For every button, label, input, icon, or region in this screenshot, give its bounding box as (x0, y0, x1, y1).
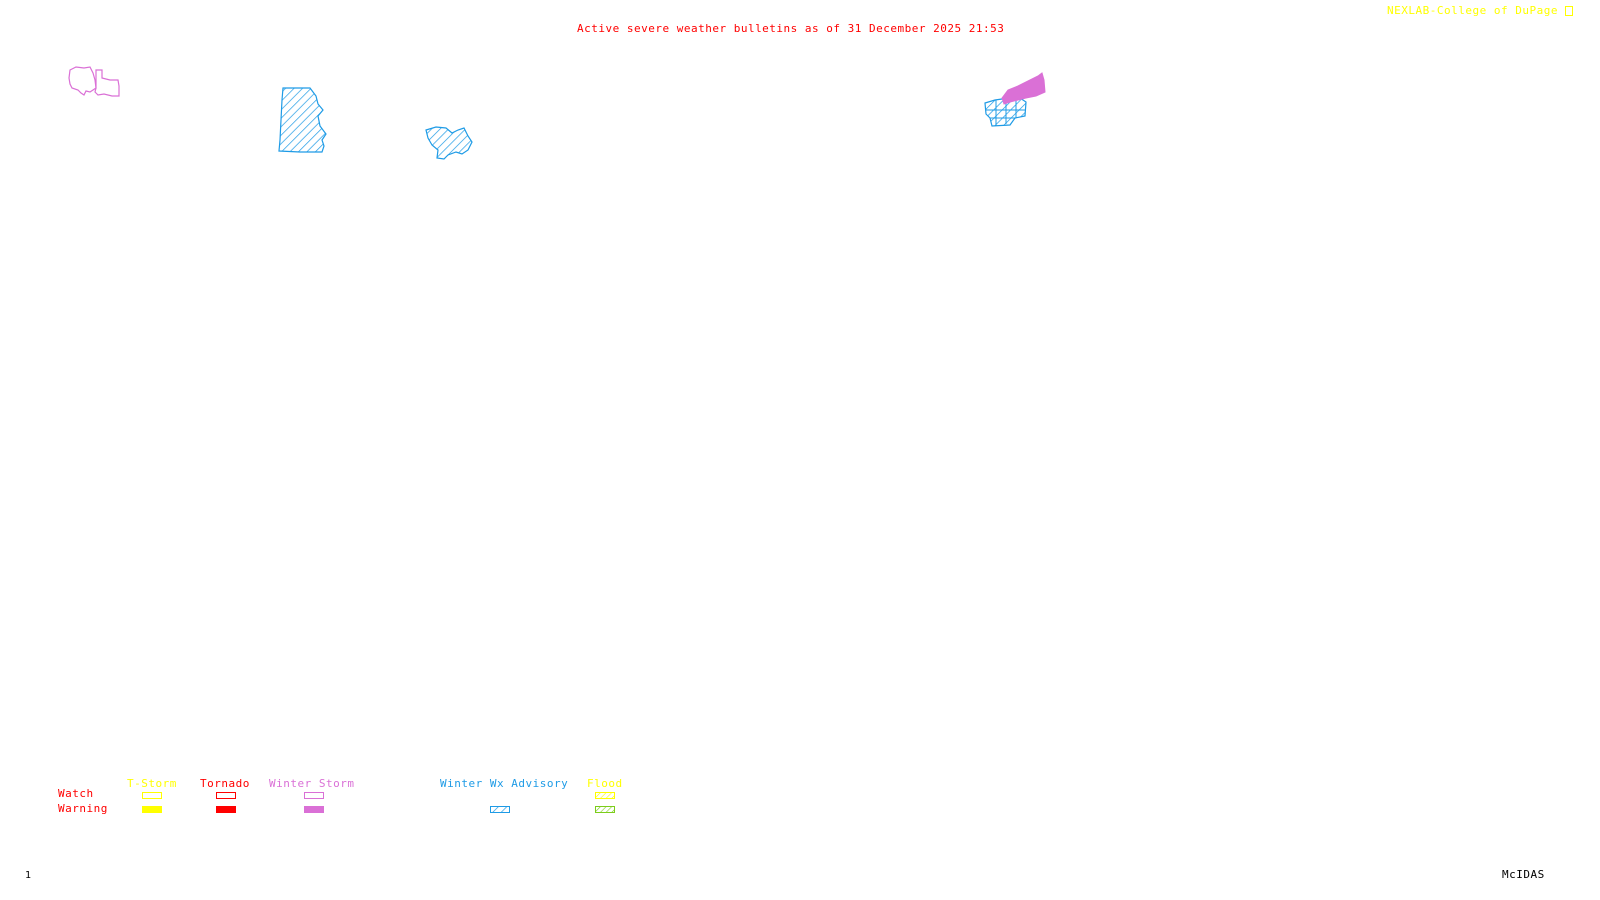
legend-swatch-winter-wx-advisory-warning (490, 806, 510, 813)
region-polygon[interactable] (1001, 72, 1046, 105)
legend-row-label-warning: Warning (58, 802, 108, 815)
legend-row-label-watch: Watch (58, 787, 94, 800)
legend-label-winter-storm: Winter Storm (269, 777, 355, 790)
bulletin-region-winter-storm-warning[interactable] (1001, 72, 1046, 105)
software-label: McIDAS (1502, 868, 1545, 881)
region-polygon[interactable] (68, 66, 97, 96)
legend-swatch-flood-watch (595, 792, 615, 799)
legend-swatch-tstorm-watch (142, 792, 162, 799)
legend-label-flood: Flood (587, 777, 623, 790)
legend-swatch-winter-storm-warning (304, 806, 324, 813)
legend-label-tstorm: T-Storm (127, 777, 177, 790)
legend-swatch-winter-storm-watch (304, 792, 324, 799)
legend-label-winter-wx-advisory: Winter Wx Advisory (440, 777, 569, 790)
legend-label-tornado: Tornado (200, 777, 250, 790)
credit-label: NEXLAB-College of DuPage (1387, 4, 1574, 17)
legend-swatch-flood-warning (595, 806, 615, 813)
region-polygon[interactable] (278, 87, 327, 153)
bulletin-region-winter-storm-watch[interactable] (68, 66, 120, 97)
bulletin-region-winter-wx-advisory[interactable] (278, 87, 1027, 160)
legend-swatch-tstorm-warning (142, 806, 162, 813)
frame-number: 1 (25, 870, 32, 881)
credit-text: NEXLAB-College of DuPage (1387, 4, 1558, 17)
region-grid-line (986, 98, 1025, 126)
nexlab-logo-icon (1565, 6, 1574, 16)
region-polygon[interactable] (94, 69, 120, 97)
legend-swatch-tornado-warning (216, 806, 236, 813)
region-polygon[interactable] (425, 126, 473, 160)
map-title: Active severe weather bulletins as of 31… (577, 22, 1005, 35)
legend-swatch-tornado-watch (216, 792, 236, 799)
